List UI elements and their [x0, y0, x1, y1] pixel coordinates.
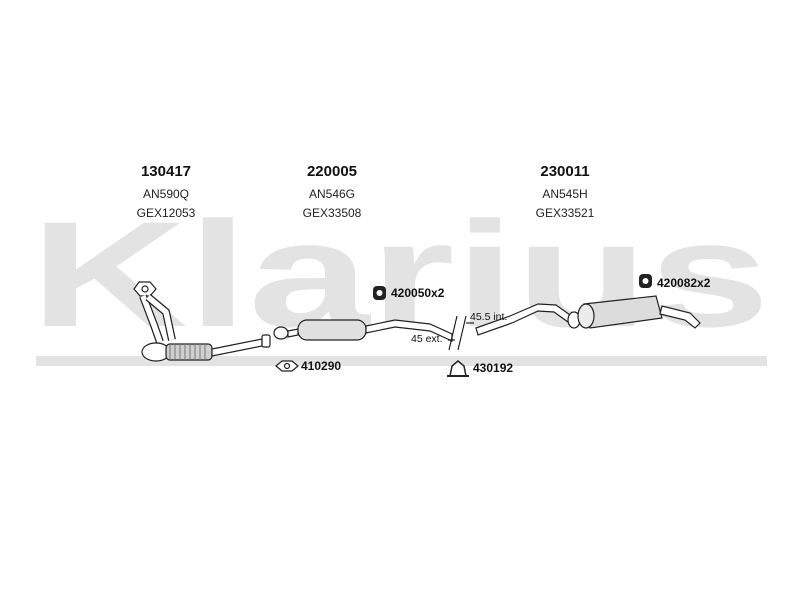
gasket-icon: [275, 360, 299, 372]
dimension-external: 45 ext.: [411, 333, 443, 345]
group3-part-number: 230011: [540, 163, 590, 180]
clamp-icon: [447, 360, 469, 377]
group3-ref: GEX33521: [535, 206, 595, 220]
rear-section-230011: [475, 295, 701, 336]
clamp-callout: 430192: [473, 361, 514, 375]
dimension-marks: [448, 315, 474, 351]
group2-part-number: 220005: [306, 163, 358, 180]
rubber-hanger-icon: [373, 286, 386, 300]
group1-part-number: 130417: [140, 163, 192, 180]
group1-ref: GEX12053: [136, 206, 196, 220]
group2-ref: GEX33508: [302, 206, 362, 220]
front-pipe-130417: [133, 281, 271, 362]
rear-hanger-icon: [639, 274, 652, 288]
middle-section-220005: [273, 319, 453, 342]
group3-code: AN545H: [542, 187, 588, 201]
gasket-callout: 410290: [301, 359, 342, 373]
group1-code: AN590Q: [142, 187, 190, 201]
watermark-bar: [36, 356, 767, 366]
group2-code: AN546G: [308, 187, 356, 201]
hanger-rear-callout: 420082x2: [657, 276, 711, 290]
dimension-internal: 45.5 int.: [470, 311, 508, 323]
hanger-mid-callout: 420050x2: [391, 286, 445, 300]
